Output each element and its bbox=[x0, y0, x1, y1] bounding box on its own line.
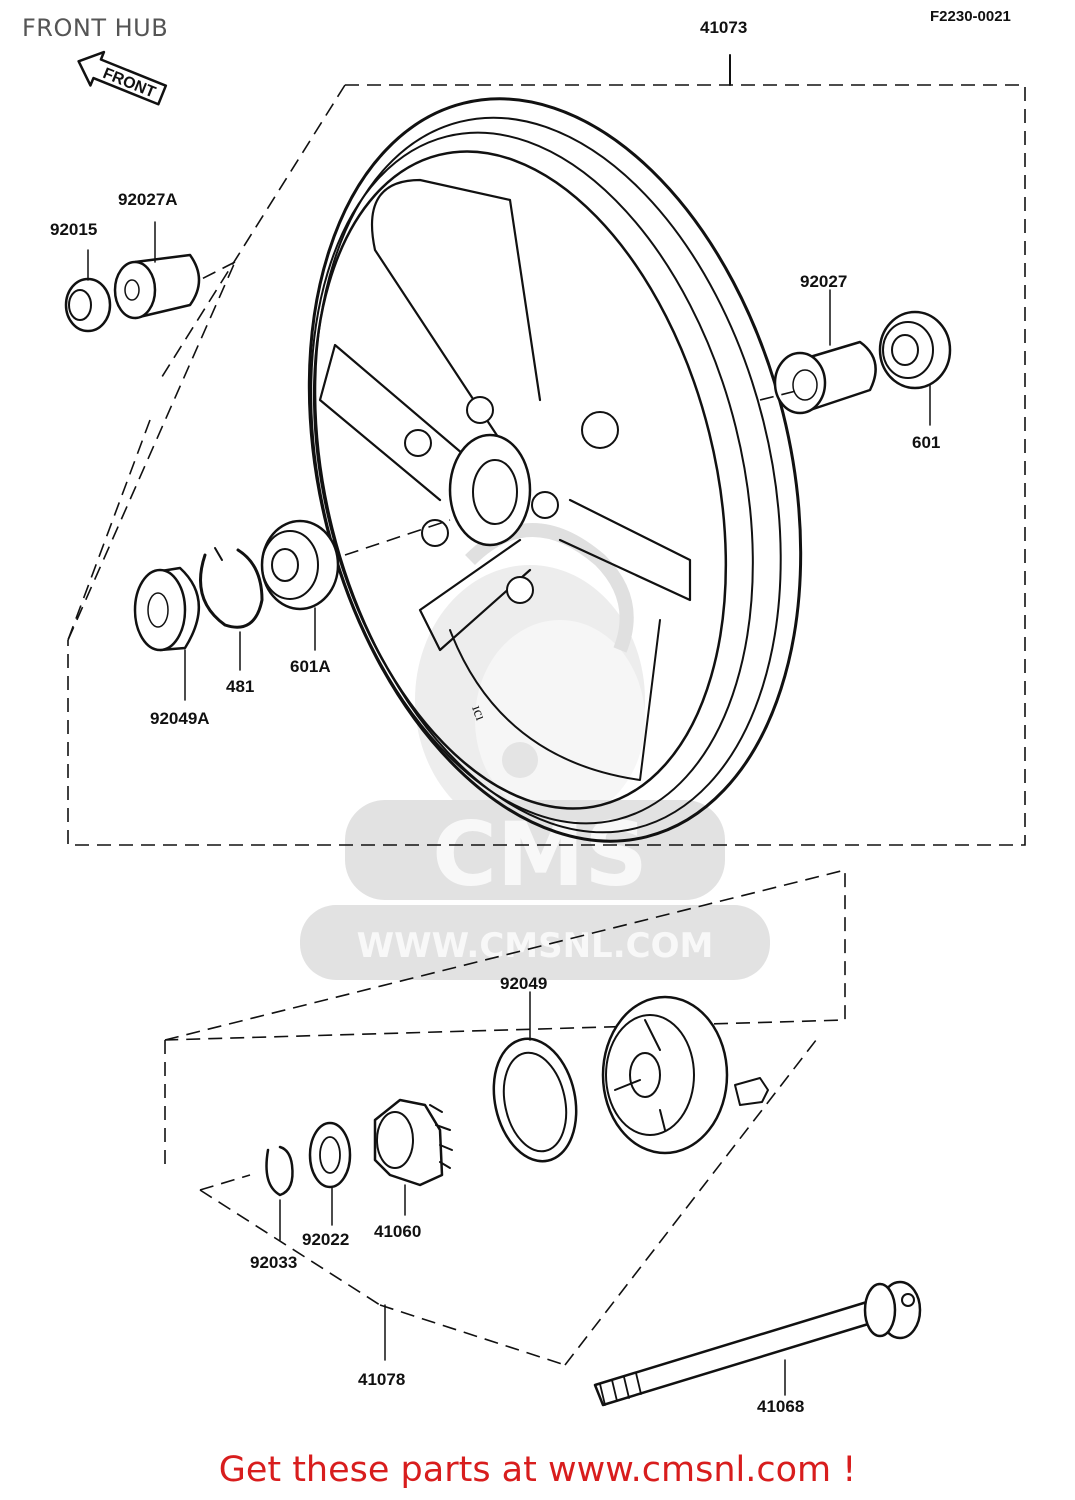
part-601-bearing[interactable] bbox=[878, 310, 952, 426]
label-601: 601 bbox=[912, 433, 940, 452]
label-481: 481 bbox=[226, 677, 254, 696]
part-92033-circlip[interactable] bbox=[265, 1145, 294, 1241]
part-92027-collar[interactable] bbox=[759, 289, 877, 415]
label-41078: 41078 bbox=[358, 1370, 405, 1389]
cmsnl-watermark: CMS WWW.CMSNL.COM bbox=[300, 523, 770, 980]
label-92049: 92049 bbox=[500, 974, 547, 993]
front-wheel-rim: ıcı bbox=[307, 97, 803, 843]
front-direction-arrow: FRONT bbox=[77, 50, 168, 106]
label-601A: 601A bbox=[290, 657, 331, 676]
page-title: FRONT HUB bbox=[22, 14, 169, 42]
label-92049A: 92049A bbox=[150, 709, 210, 728]
label-92033: 92033 bbox=[250, 1253, 297, 1272]
label-41068: 41068 bbox=[757, 1397, 804, 1416]
part-92049-seal[interactable] bbox=[483, 991, 587, 1169]
buy-parts-link[interactable]: Get these parts at www.cmsnl.com ! bbox=[218, 1450, 857, 1490]
part-41060-gear[interactable] bbox=[373, 1098, 453, 1216]
part-92049A-seal[interactable] bbox=[133, 566, 200, 701]
exploded-parts-diagram: CMS WWW.CMSNL.COM FRONT bbox=[50, 18, 1026, 1416]
label-92027: 92027 bbox=[800, 272, 847, 291]
part-92027A-collar[interactable] bbox=[113, 221, 201, 320]
watermark-url: WWW.CMSNL.COM bbox=[357, 926, 714, 966]
lower-assembly-frame bbox=[164, 868, 846, 1366]
svg-text:ıcı: ıcı bbox=[468, 703, 488, 723]
speedometer-gear-housing bbox=[601, 995, 769, 1155]
part-481-circlip[interactable] bbox=[199, 547, 264, 671]
label-92027A: 92027A bbox=[118, 190, 178, 209]
label-92022: 92022 bbox=[302, 1230, 349, 1249]
label-92015: 92015 bbox=[50, 220, 97, 239]
part-601A-bearing[interactable] bbox=[260, 519, 340, 651]
label-41073: 41073 bbox=[700, 18, 747, 37]
part-41068-axle[interactable] bbox=[593, 1280, 922, 1407]
part-92015-nut[interactable] bbox=[64, 249, 112, 333]
diagram-reference-code: F2230-0021 bbox=[930, 8, 1011, 25]
part-92022-washer[interactable] bbox=[308, 1121, 352, 1226]
label-41060: 41060 bbox=[374, 1222, 421, 1241]
